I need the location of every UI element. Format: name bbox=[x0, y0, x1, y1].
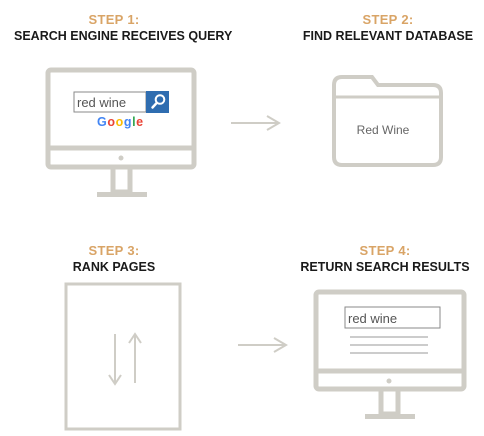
google-letter-5: l bbox=[132, 115, 136, 129]
up-down-arrows-icon bbox=[108, 332, 142, 386]
step-3-title: RANK PAGES bbox=[72, 260, 156, 274]
search-button bbox=[146, 91, 169, 113]
step-1-search-query: red wine bbox=[77, 95, 126, 110]
google-logo: Google bbox=[97, 115, 144, 129]
search-results-lines bbox=[350, 336, 428, 354]
magnifier-icon bbox=[151, 94, 166, 109]
step-3-label: STEP 3: bbox=[88, 243, 140, 258]
google-letter-2: o bbox=[107, 115, 115, 129]
step-2-title: FIND RELEVANT DATABASE bbox=[302, 29, 474, 43]
google-letter-4: g bbox=[124, 115, 132, 129]
arrow-right-icon bbox=[238, 337, 288, 353]
folder-label: Red Wine bbox=[357, 123, 410, 137]
step-1-title: SEARCH ENGINE RECEIVES QUERY bbox=[14, 29, 233, 43]
google-letter-3: o bbox=[116, 115, 124, 129]
step-4-label: STEP 4: bbox=[359, 243, 411, 258]
step-2-label: STEP 2: bbox=[362, 12, 414, 27]
google-letter-6: e bbox=[136, 115, 144, 129]
step-4-title: RETURN SEARCH RESULTS bbox=[300, 260, 470, 274]
step-1-monitor-icon bbox=[45, 67, 197, 197]
folder-icon bbox=[332, 75, 443, 167]
google-letter-1: G bbox=[97, 115, 107, 129]
step-1-search-box: red wine bbox=[73, 91, 147, 113]
step-4-search-box: red wine bbox=[344, 306, 441, 329]
step-4-monitor-icon bbox=[313, 289, 467, 419]
step-1-label: STEP 1: bbox=[88, 12, 140, 27]
page-icon bbox=[64, 282, 182, 431]
arrow-right-icon bbox=[231, 115, 281, 131]
step-4-search-query: red wine bbox=[348, 311, 397, 326]
